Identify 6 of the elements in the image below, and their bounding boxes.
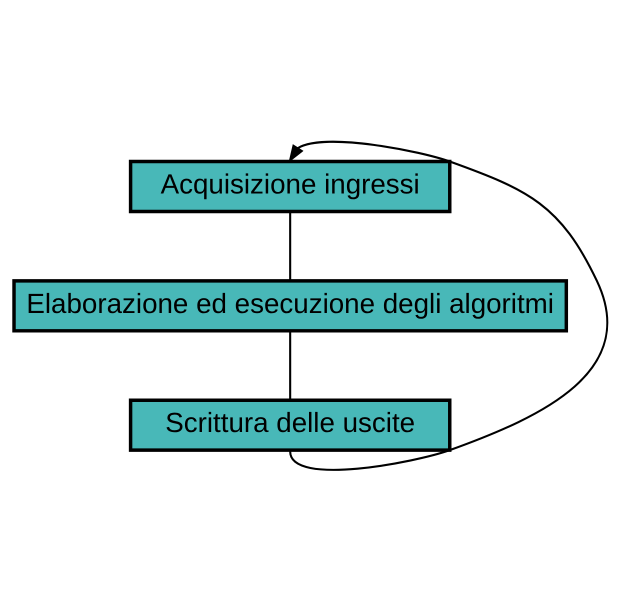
node-box: Acquisizione ingressi [128,160,452,214]
node-box: Scrittura delle uscite [128,398,452,452]
connector [289,212,292,281]
arrow [288,140,608,471]
node-box: Elaborazione ed esecuzione degli algoritmi [12,279,568,333]
connector [289,331,292,400]
